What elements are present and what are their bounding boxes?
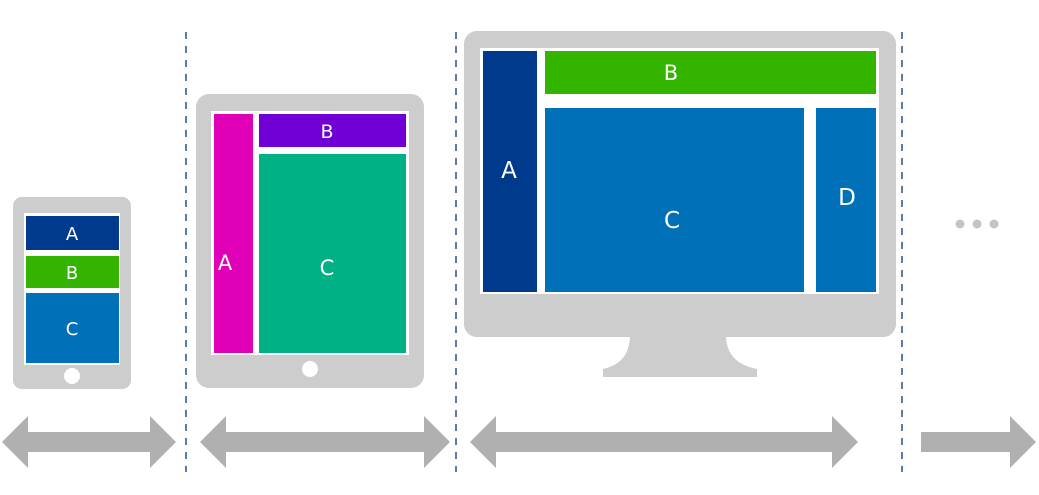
desktop-panel-c [545, 108, 804, 292]
ellipsis-dot [972, 219, 982, 229]
tablet-panel-a-label: A [218, 251, 233, 275]
ellipsis-icon [955, 219, 999, 229]
width-range-arrows [2, 416, 1036, 468]
double-arrow-icon [2, 416, 176, 468]
phone-panel-b [26, 256, 119, 288]
breakpoint-dividers [185, 32, 903, 472]
tablet-panel-b [259, 114, 406, 147]
phone-device: A B C [13, 197, 131, 389]
ellipsis-dot [989, 219, 999, 229]
desktop-panel-b [545, 51, 876, 94]
phone-panel-c [26, 293, 119, 363]
double-arrow-icon [200, 416, 450, 468]
phone-panel-b-label: B [66, 263, 78, 284]
tablet-panel-c [259, 154, 406, 353]
phone-panel-c-label: C [66, 319, 79, 340]
phone-panel-a [26, 216, 119, 250]
desktop-panel-d-label: D [838, 185, 856, 211]
desktop-panel-c-label: C [664, 208, 680, 234]
phone-panel-a-label: A [66, 224, 79, 245]
ellipsis-dot [955, 219, 965, 229]
right-arrow-icon [921, 416, 1036, 468]
tablet-panel-c-label: C [320, 256, 335, 280]
desktop-panel-d [816, 108, 876, 292]
tablet-panel-b-label: B [320, 121, 333, 143]
desktop-panel-b-label: B [664, 61, 678, 85]
tablet-device: A B C [196, 94, 424, 388]
desktop-stand [603, 335, 757, 377]
tablet-home-button [302, 361, 318, 377]
double-arrow-icon [470, 416, 858, 468]
desktop-panel-a-label: A [501, 158, 517, 184]
desktop-device: A B C D [464, 31, 896, 377]
tablet-panel-a [214, 114, 253, 353]
desktop-panel-a [483, 51, 537, 292]
phone-home-button [64, 368, 80, 384]
